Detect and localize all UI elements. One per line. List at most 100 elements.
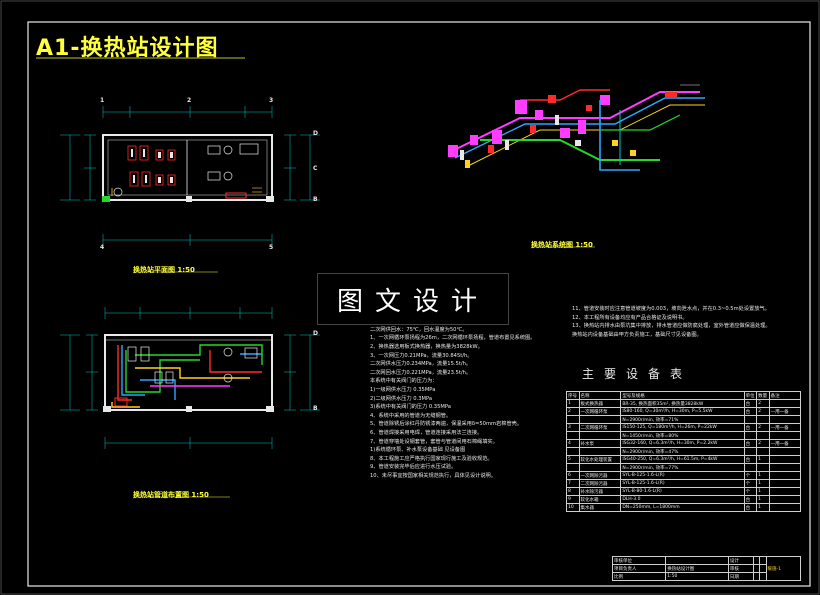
title-block-cell: 设计 (727, 556, 754, 565)
note-line: 3)系统中有关阀门的压力 0.35MPa (370, 404, 451, 411)
table-cell: 台 (743, 495, 758, 504)
table-cell: 软化水处理装置 (578, 455, 622, 464)
inner-frame (27, 21, 811, 587)
table-cell (578, 447, 622, 456)
table-cell (743, 447, 758, 456)
table-cell: 备注 (768, 391, 802, 400)
grid-label-2: 2 (187, 97, 192, 104)
table-cell: N=2900r/min, 效率=47% (620, 447, 745, 456)
table-cell: 6 (566, 471, 580, 480)
sheet-number: 暖施-1 (765, 556, 802, 581)
table-cell: DLH-3.0 (620, 495, 745, 504)
grid-label-d-2: D (313, 330, 318, 337)
table-cell (768, 415, 802, 424)
title-block-cell (759, 564, 767, 573)
table-cell (566, 415, 580, 424)
table-cell: 5 (566, 455, 580, 464)
table-cell (756, 447, 770, 456)
table-cell: 台 (743, 439, 758, 448)
table-cell (768, 495, 802, 504)
table-cell: 个 (743, 471, 758, 480)
design-notes-left: 一次网供回水温度为130/70℃，二次网为一次网循环水量为26.8t/h，二次网… (370, 300, 535, 480)
table-cell: 二次网循环泵 (578, 423, 622, 432)
table-cell (768, 399, 802, 408)
table-cell (768, 431, 802, 440)
table-cell: 9 (566, 495, 580, 504)
table-cell: 板式换热器 (578, 399, 622, 408)
note-line: 10、未尽事宜按国家相关规范执行，具体见设计说明。 (370, 472, 496, 479)
table-row: N=2900r/min, 效率=77% (566, 463, 802, 472)
note-line: 二次网回水压力0.221MPa，流量23.5t/h。 (370, 369, 472, 376)
note-line: 2)二级网供水压力 0.3MPa (370, 395, 433, 402)
caption-system: 换热站系统图 1:50 (531, 241, 593, 249)
note-line: 4、系统中采用的管道为无缝钢管。 (370, 412, 452, 419)
table-cell: 二次网除污器 (578, 479, 622, 488)
title-block-cell: 比例 (611, 572, 667, 581)
table-cell: 集水器 (578, 503, 622, 512)
caption-pipe-layout: 换热站管道布置图 1:50 (133, 491, 209, 499)
note-line: 11、管道安装时应注意管道坡度为0.003，坡向泄水点，并在0.3~0.5m处设… (572, 306, 770, 312)
title-block-cell: 审核单位 (611, 556, 667, 565)
table-cell: 3 (566, 423, 580, 432)
note-line: 二次网供水压力0.234MPa，流量15.5t/h。 (370, 361, 472, 368)
table-cell (768, 463, 802, 472)
note-line: 6、管道焊接采用电焊，管道连接采用法兰连接。 (370, 429, 483, 436)
table-cell: 2 (756, 399, 770, 408)
table-cell: ISG32-160, Q=6.3m³/h, H=30m, P=2.2kW (620, 439, 745, 448)
table-cell: SYL-B-80-1.6-L(R) (620, 487, 745, 496)
table-cell: 名称 (578, 391, 622, 400)
table-cell: 台 (743, 503, 758, 512)
table-cell (756, 415, 770, 424)
note-line: 5、管道除锈后涂红丹防锈漆两遍，保温采用δ=50mm岩棉管壳。 (370, 421, 523, 428)
note-line: 1)系统循环泵、补水泵设备基础 见设备图 (370, 447, 466, 454)
table-row: N=1450r/min, 效率=80% (566, 431, 802, 440)
table-cell: N=1450r/min, 效率=80% (620, 431, 745, 440)
table-cell: BR-35, 换热面积35m², 换热量3828kW (620, 399, 745, 408)
table-cell: 台 (743, 423, 758, 432)
table-header-row: 序号名称型号及规格单位数量备注 (566, 391, 802, 400)
table-cell: 台 (743, 399, 758, 408)
design-notes-right: 11、管道安装时应注意管道坡度为0.003，坡向泄水点，并在0.3~0.5m处设… (572, 305, 771, 339)
table-cell: 1 (566, 399, 580, 408)
corner-marker (797, 21, 811, 34)
grid-label-1: 1 (100, 97, 105, 104)
table-cell: SYL-B-125-1.6-L(R) (620, 479, 745, 488)
watermark-label: 图文设计 (317, 273, 509, 325)
note-line: 9、管道安装完毕后应进行水压试验。 (370, 464, 457, 471)
drawing-title: A1-换热站设计图 (36, 36, 219, 61)
caption-plan: 换热站平面图 1:50 (133, 266, 195, 274)
table-cell: 1 (756, 487, 770, 496)
table-cell (743, 463, 758, 472)
table-cell (566, 447, 580, 456)
table-cell: 8 (566, 487, 580, 496)
table-cell: 一用一备 (768, 407, 802, 416)
table-cell: 1 (756, 455, 770, 464)
title-block-cell (752, 572, 761, 581)
table-cell (743, 415, 758, 424)
grid-label-b-2: B (313, 405, 318, 412)
table-cell (756, 463, 770, 472)
note-line: 8、本工程施工应严格执行国家现行施工及验收规范。 (370, 455, 493, 462)
equipment-table-title: 主要设备表 (582, 367, 693, 381)
pipe-layout-view (60, 307, 320, 449)
table-cell: 补水除污器 (578, 487, 622, 496)
table-cell: 一用一备 (768, 423, 802, 432)
table-cell: 1 (756, 479, 770, 488)
note-line: 本系统中有关阀门的压力为： (370, 378, 438, 385)
table-cell (768, 479, 802, 488)
table-cell (768, 455, 802, 464)
title-block-row: 审核单位 设计 暖施-1 (611, 556, 802, 581)
table-cell: 一次网除污器 (578, 471, 622, 480)
note-line: 二次网供回水：75℃，回水温度为50℃。 (370, 326, 468, 333)
table-cell: 10 (566, 503, 580, 512)
